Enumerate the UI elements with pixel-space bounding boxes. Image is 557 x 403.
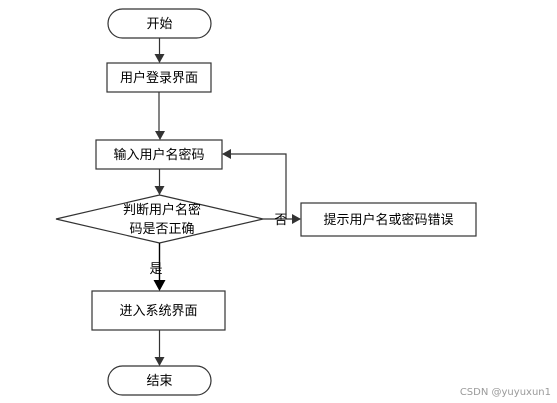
- login-screen-node: 用户登录界面: [106, 62, 212, 93]
- watermark-text: CSDN @yuyuxun1: [459, 387, 551, 398]
- error-prompt-node: 提示用户名或密码错误: [300, 202, 477, 237]
- edge-label-no: 否: [274, 213, 287, 228]
- start-node: 开始: [107, 8, 212, 39]
- error-prompt-label: 提示用户名或密码错误: [323, 212, 453, 228]
- decision-label-line2: 码是否正确: [129, 222, 194, 237]
- enter-system-label: 进入系统界面: [119, 304, 197, 319]
- edge-label-yes: 是: [149, 262, 162, 277]
- login-screen-label: 用户登录界面: [120, 70, 198, 86]
- decision-label-line1: 判断用户名密: [123, 202, 201, 218]
- input-credentials-label: 输入用户名密码: [113, 147, 204, 163]
- end-node-label: 结束: [146, 374, 172, 389]
- decision-node: 判断用户名密 码是否正确: [55, 194, 264, 244]
- edge-error-to-input-loop: [222, 149, 287, 219]
- edge-login-to-input: [155, 92, 165, 140]
- input-credentials-node: 输入用户名密码: [95, 139, 223, 170]
- start-node-label: 开始: [146, 17, 172, 32]
- end-node: 结束: [107, 365, 212, 396]
- enter-system-node: 进入系统界面: [91, 290, 226, 331]
